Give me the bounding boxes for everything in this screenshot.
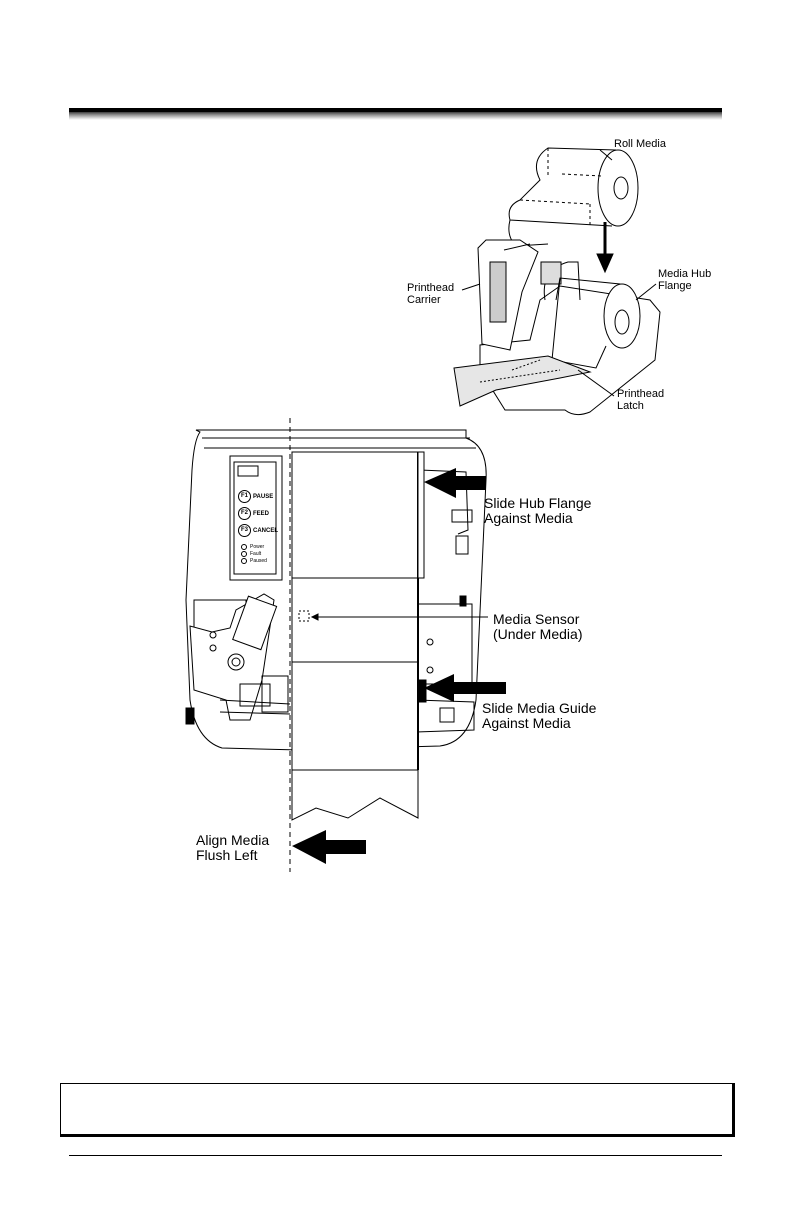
- f3-key: F3: [238, 524, 251, 537]
- slide-hub-flange-label: Slide Hub Flange Against Media: [484, 496, 591, 526]
- note-box: [60, 1083, 735, 1137]
- power-indicator-label: Power: [250, 544, 264, 550]
- media-sensor-label: Media Sensor (Under Media): [493, 612, 582, 642]
- f2-key: F2: [238, 507, 251, 520]
- fault-led-icon: [241, 551, 247, 557]
- power-led-icon: [241, 544, 247, 550]
- slide-media-guide-label: Slide Media Guide Against Media: [482, 701, 596, 731]
- printhead-carrier-label: Printhead Carrier: [407, 282, 454, 306]
- feed-key: F2 FEED: [238, 507, 278, 520]
- cancel-label: CANCEL: [253, 528, 278, 534]
- fault-indicator-label: Fault: [250, 551, 261, 557]
- roll-media-label: Roll Media: [614, 138, 666, 150]
- pause-label: PAUSE: [253, 494, 273, 500]
- pause-key: F1 PAUSE: [238, 490, 278, 503]
- footer-rule: [69, 1155, 722, 1156]
- printhead-latch-label: Printhead Latch: [617, 388, 664, 412]
- roll-media-drawing: [509, 148, 638, 246]
- paused-led-icon: [241, 558, 247, 564]
- align-media-label: Align Media Flush Left: [196, 833, 269, 863]
- paused-indicator-label: Paused: [250, 558, 267, 564]
- cancel-key: F3 CANCEL: [238, 524, 278, 537]
- media-hub-flange-label: Media Hub Flange: [658, 268, 711, 292]
- feed-label: FEED: [253, 511, 269, 517]
- f1-key: F1: [238, 490, 251, 503]
